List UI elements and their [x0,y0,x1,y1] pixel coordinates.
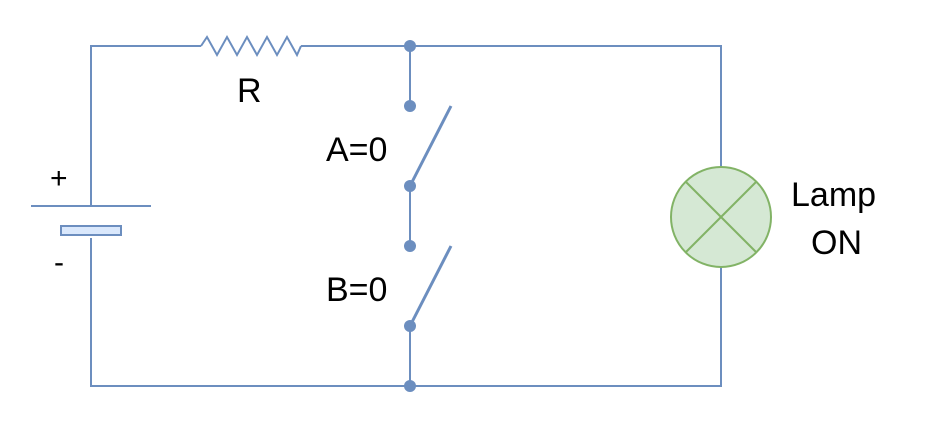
wire-lamp-bottom [90,238,722,387]
junction-top-dot [404,40,416,52]
lamp-label-line1: Lamp [791,176,877,214]
battery-plus-label: + [50,162,68,195]
resistor-label: R [237,72,262,110]
switch-b-lever[interactable] [408,245,453,327]
wire-top-right [301,45,722,166]
battery-minus-label: - [54,246,64,279]
switch-a-lever[interactable] [408,105,453,187]
junction-bottom-dot [404,380,416,392]
resistor [200,34,302,58]
switch-a-label: A=0 [326,131,388,169]
lamp-icon [670,166,772,268]
switch-b-bottom-contact [404,320,416,332]
switch-a-top-contact [404,100,416,112]
switch-b-top-contact [404,240,416,252]
switch-b-label: B=0 [326,271,388,309]
battery-short-plate [60,225,122,236]
lamp-label-line2: ON [811,224,862,262]
wire-top-left [90,45,201,206]
switch-a-bottom-contact [404,180,416,192]
